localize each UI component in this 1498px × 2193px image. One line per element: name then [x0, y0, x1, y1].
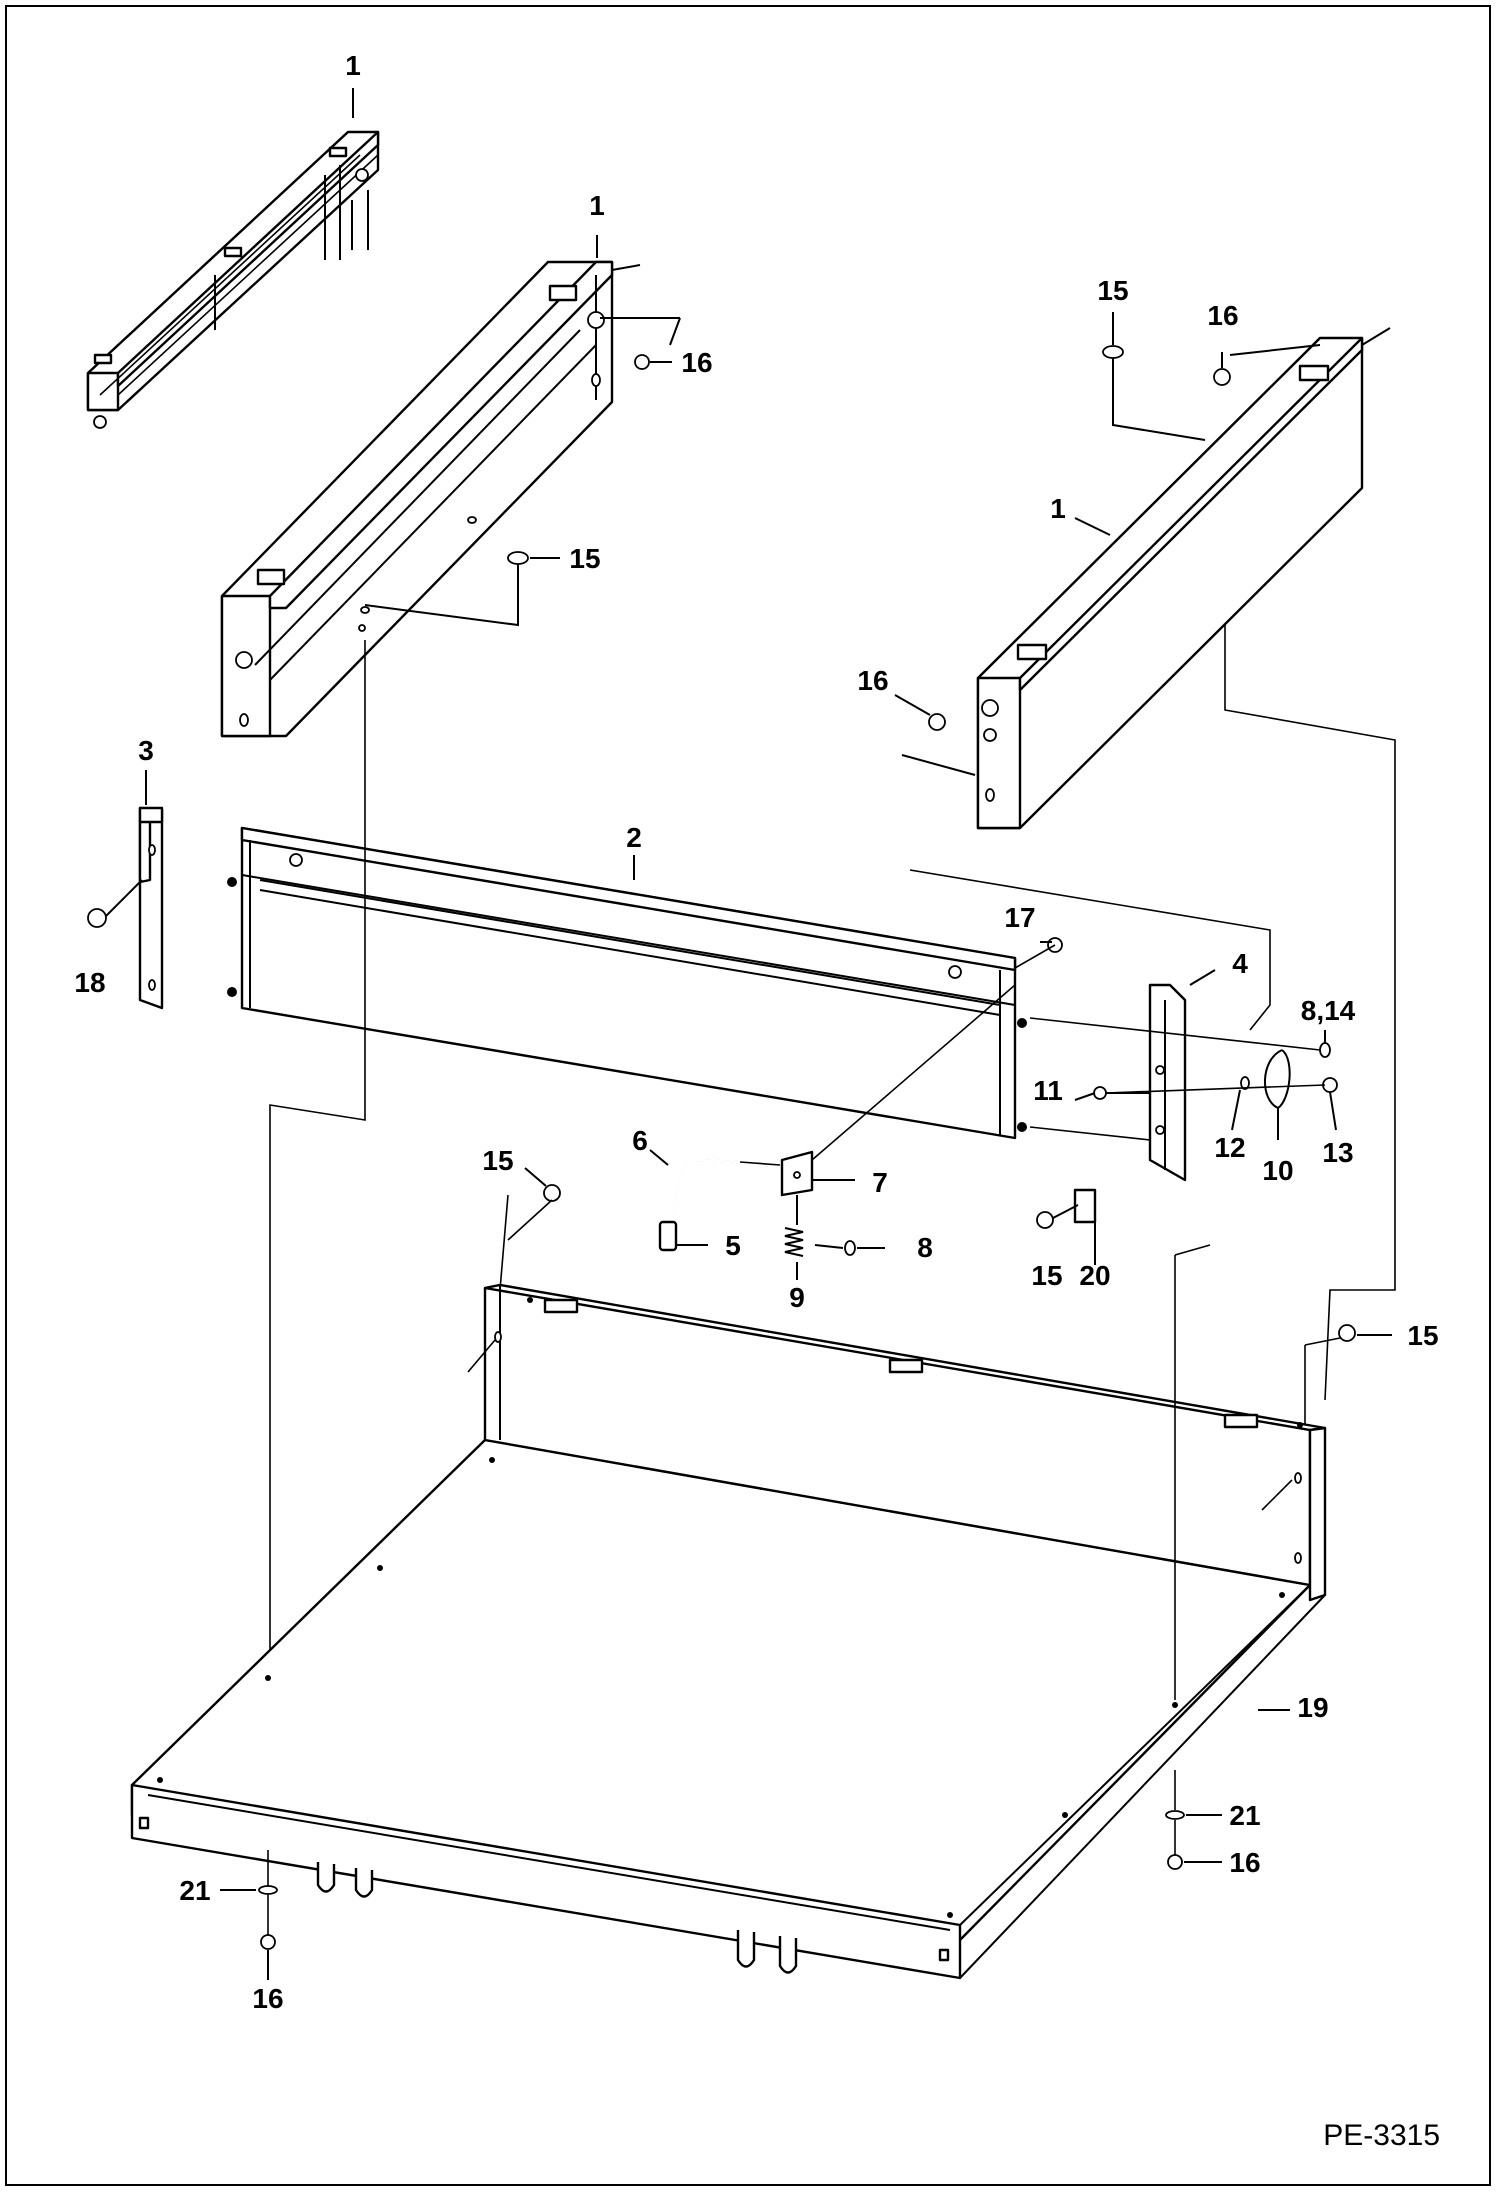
callout-2: 2: [626, 822, 642, 853]
part-8-washer: [844, 1240, 856, 1256]
callout-12: 12: [1214, 1132, 1245, 1163]
callout-16-top-right: 16: [1207, 300, 1238, 331]
assembly-line-7: [811, 984, 1016, 1161]
callout-15-top-right: 15: [1097, 275, 1128, 306]
washer-21-left: [258, 1885, 278, 1895]
leader-11: [1074, 1092, 1096, 1101]
leader-12: [1231, 1089, 1241, 1131]
callout-4: 4: [1232, 948, 1248, 979]
callout-10: 10: [1262, 1155, 1293, 1186]
part-6-handle: [658, 1158, 741, 1252]
assembly-line-base-left: [499, 1194, 509, 1291]
part-9-spring: [784, 1227, 804, 1257]
callout-6: 6: [632, 1125, 648, 1156]
callout-15-middle: 15: [569, 543, 600, 574]
callout-16-middle: 16: [681, 347, 712, 378]
leader-1c-tail: [1361, 327, 1391, 346]
assembly-line-mid: [909, 869, 1271, 1031]
assembly-line-17: [1014, 944, 1056, 969]
bracket-right: [1148, 983, 1187, 1182]
frame-rail-middle: [220, 260, 614, 738]
callout-16-bottom-left: 16: [252, 1983, 283, 2014]
callout-9: 9: [789, 1282, 805, 1313]
assembly-line-right: [1224, 625, 1396, 1401]
callout-15-cap: 15: [1031, 1260, 1062, 1291]
callout-15-base-left: 15: [482, 1145, 513, 1176]
assembly-line-base-right-b: [1174, 1244, 1211, 1256]
callout-1-right: 1: [1050, 493, 1066, 524]
leader-15a: [1112, 375, 1206, 441]
bolt-15-top-right: [1102, 345, 1124, 375]
callout-15-base-right: 15: [1407, 1320, 1438, 1351]
assembly-line-6: [739, 1161, 781, 1166]
callout-1-top-left: 1: [345, 50, 361, 81]
assembly-line-15c: [507, 1199, 553, 1241]
callout-21-right: 21: [1229, 1800, 1260, 1831]
assembly-line-hole-b: [1261, 1479, 1293, 1511]
assembly-line-left: [269, 640, 366, 1650]
bolt-15-base-right: [1338, 1324, 1356, 1342]
assembly-line-lower: [1029, 1126, 1151, 1141]
leader-6: [649, 1149, 669, 1166]
callout-8-14: 8,14: [1301, 995, 1356, 1026]
callout-11: 11: [1033, 1075, 1063, 1106]
nut-16-middle: [634, 354, 650, 370]
frame-rail-right: [976, 336, 1364, 830]
assembly-line-15e: [1304, 1337, 1341, 1346]
assembly-line-15b: [364, 580, 519, 627]
frame-rail-top-left: [86, 130, 380, 429]
callout-19: 19: [1297, 1692, 1328, 1723]
assembly-line-pin-b: [1105, 1084, 1326, 1094]
part-13-nut: [1322, 1077, 1338, 1093]
callout-18: 18: [74, 967, 105, 998]
drawing-reference: PE-3315: [1323, 2119, 1440, 2152]
nut-16-right-bottom: [1167, 1854, 1183, 1870]
leader-18: [105, 879, 143, 917]
part-8-14: [1319, 1042, 1331, 1058]
leader-1b-tail: [611, 264, 641, 271]
base-pan: [130, 1283, 1327, 1980]
leader-16b-b: [1229, 344, 1321, 356]
leader-15-cap: [1052, 1204, 1079, 1219]
callout-16-bottom-right: 16: [1229, 1847, 1260, 1878]
bracket-left: [138, 806, 164, 1010]
part-10-ring: [1264, 1049, 1291, 1110]
panel: [227, 826, 1027, 1140]
callout-20: 20: [1079, 1260, 1110, 1291]
leader-16c: [894, 694, 931, 716]
callout-5: 5: [725, 1230, 741, 1261]
callout-16-right: 16: [857, 665, 888, 696]
leader-1c: [1074, 517, 1111, 536]
leader-13: [1329, 1091, 1337, 1131]
nut-16-top-right: [1213, 368, 1231, 386]
part-15-cap: [1036, 1211, 1054, 1229]
part-7-latch-bracket: [780, 1150, 814, 1197]
callout-3: 3: [138, 735, 154, 766]
leader-8a: [814, 1244, 844, 1249]
assembly-line-hole: [467, 1339, 496, 1373]
nut-16-right: [928, 713, 946, 731]
part-12-washer: [1240, 1076, 1250, 1090]
callout-21-left: 21: [179, 1875, 210, 1906]
leader-15c: [524, 1167, 547, 1187]
callout-7: 7: [872, 1167, 888, 1198]
cap-18: [87, 908, 107, 928]
bolt-15-base-left: [543, 1184, 561, 1202]
nut-16-left: [260, 1934, 276, 1950]
assembly-line-16c: [901, 754, 976, 776]
assembly-line-pin: [1029, 1017, 1321, 1051]
washer-21-right: [1165, 1810, 1185, 1820]
callout-8: 8: [917, 1232, 933, 1263]
callout-13: 13: [1322, 1137, 1353, 1168]
callout-17: 17: [1004, 902, 1035, 933]
bolt-15-middle: [507, 551, 529, 580]
leader-16a-b: [669, 317, 681, 346]
callout-1-middle: 1: [589, 190, 605, 221]
leader-4: [1189, 969, 1216, 986]
